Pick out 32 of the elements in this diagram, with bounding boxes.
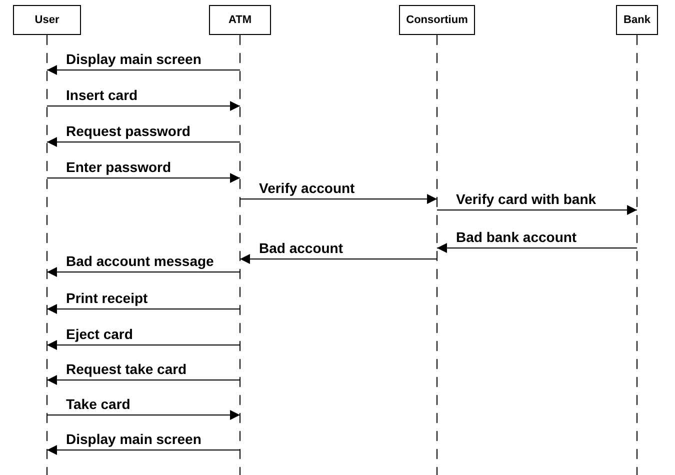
message-arrow: [436, 243, 638, 253]
message-label: Take card: [65, 396, 132, 412]
message-label: Print receipt: [65, 290, 149, 306]
participant-name: Consortium: [406, 14, 468, 26]
message-arrow: [46, 65, 240, 75]
message-label: Verify card with bank: [455, 191, 598, 207]
message-arrow: [46, 340, 240, 350]
message-arrow: [46, 137, 240, 147]
message-arrow: [46, 445, 240, 455]
message-label: Request take card: [65, 361, 188, 377]
message-label: Bad account message: [65, 253, 215, 269]
message-arrow: [46, 101, 240, 111]
participant-name: ATM: [228, 14, 252, 26]
message-label: Bad bank account: [455, 229, 578, 245]
message-arrow: [240, 254, 438, 264]
message-arrow: [240, 194, 438, 204]
message-label: Display main screen: [65, 431, 202, 447]
message-label: Verify account: [258, 180, 356, 196]
message-arrow: [46, 173, 240, 183]
participant-name: Bank: [624, 14, 650, 26]
message-arrow: [436, 205, 638, 215]
message-label: Enter password: [65, 159, 172, 175]
message-label: Display main screen: [65, 51, 202, 67]
participant-name: User: [34, 14, 60, 26]
message-label: Insert card: [65, 87, 139, 103]
message-arrow: [46, 410, 240, 420]
message-arrow: [46, 267, 240, 277]
message-arrow: [46, 304, 240, 314]
message-arrow: [46, 375, 240, 385]
message-label: Eject card: [65, 326, 134, 342]
message-label: Request password: [65, 123, 192, 139]
message-label: Bad account: [258, 240, 344, 256]
